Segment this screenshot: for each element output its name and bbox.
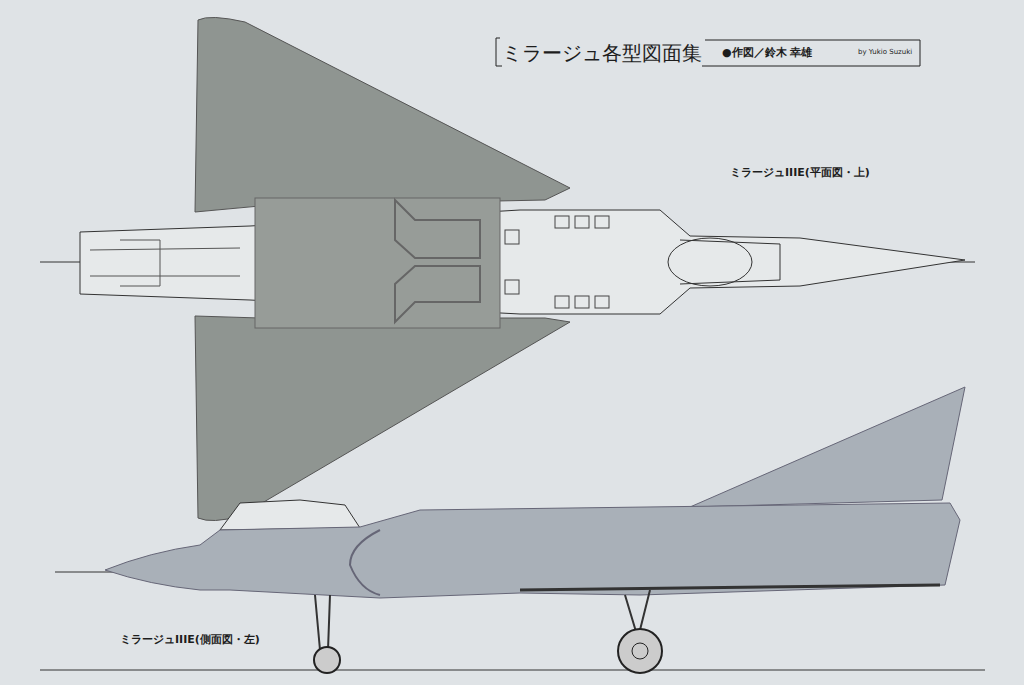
ground-line xyxy=(40,670,985,671)
label: by Yukio Suzuki xyxy=(858,48,912,56)
fuselage-side xyxy=(105,503,960,598)
wheel-hub xyxy=(632,643,648,659)
main-wheel xyxy=(618,629,662,673)
fuselage-plate xyxy=(255,198,500,328)
fuselage-strake xyxy=(520,585,940,590)
bay-outline xyxy=(395,200,480,322)
intake xyxy=(350,530,380,595)
canopy-plan xyxy=(668,238,752,286)
label: ミラージュIIIE(側面図・左) xyxy=(120,632,260,647)
label: ミラージュIIIE(平面図・上) xyxy=(730,165,870,180)
label: ●作図／鈴木 幸雄 xyxy=(722,45,812,60)
title: ミラージュ各型図面集 xyxy=(502,40,702,67)
fuselage-plan xyxy=(80,210,965,314)
cockpit-lines xyxy=(680,240,780,284)
wing-lower xyxy=(195,316,570,521)
panel-lines xyxy=(505,216,609,308)
nose-wheel xyxy=(314,647,340,673)
tail-lines xyxy=(90,240,240,286)
title-frame xyxy=(496,38,920,66)
landing-gear xyxy=(315,590,650,650)
tail-fin xyxy=(690,387,965,507)
canopy-side xyxy=(220,500,360,530)
